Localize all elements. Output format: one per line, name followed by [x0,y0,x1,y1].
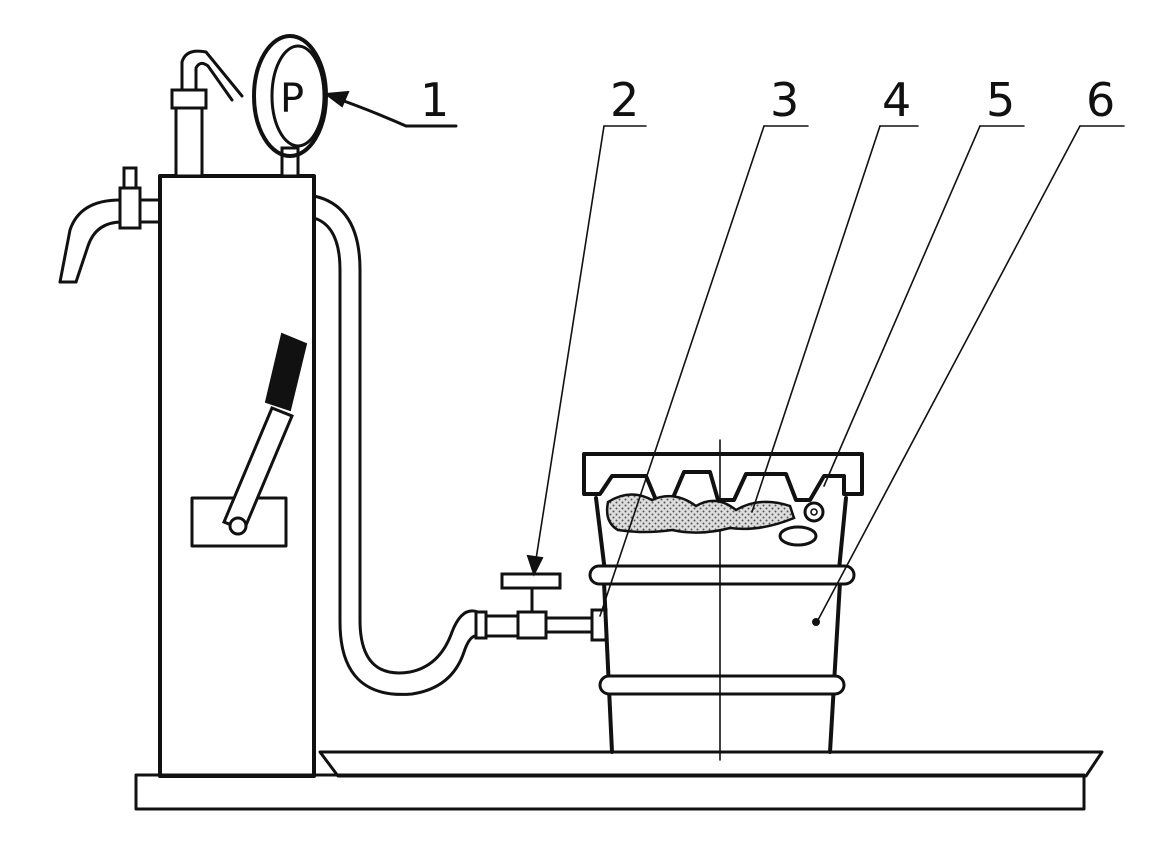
pressure-gauge: P [252,34,328,178]
leader-lines [323,90,1125,621]
valve-connector-pipe [544,608,608,642]
shutoff-valve [500,572,562,640]
pump-body [158,174,316,778]
left-outlet-pipe [58,198,162,284]
base-plate [134,773,1086,811]
drip-tray [318,750,1104,778]
vessel-lid [582,452,864,502]
callout-1: 1 [420,73,449,127]
left-valve-fitting [118,166,142,230]
test-workpiece [605,493,796,534]
callout-2: 2 [610,73,639,127]
callout-6: 6 [1086,73,1115,127]
test-vessel [588,439,856,761]
top-pipe [170,49,244,178]
hose-fitting [474,610,520,640]
callout-5: 5 [986,73,1015,127]
callout-3: 3 [770,73,799,127]
pressure-hose [312,194,480,696]
pump-lever [222,332,308,536]
callout-4: 4 [882,73,911,127]
gauge-symbol: P [280,76,304,122]
seal-fitting [778,501,825,547]
